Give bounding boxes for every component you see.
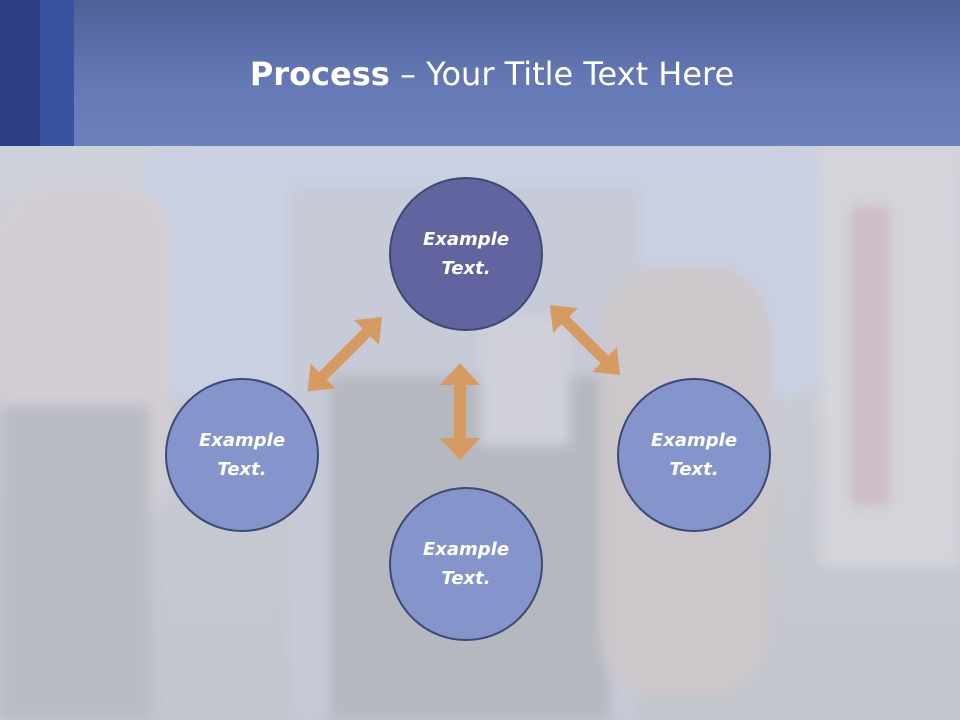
process-node-left-label: Example Text. — [198, 430, 286, 480]
process-node-right[interactable]: Example Text. — [617, 378, 771, 532]
process-node-left[interactable]: Example Text. — [165, 378, 319, 532]
process-node-right-label: Example Text. — [650, 430, 738, 480]
process-node-bottom[interactable]: Example Text. — [389, 487, 543, 641]
header-stripe-light — [40, 0, 74, 146]
title-band: Process – Your Title Text Here — [0, 0, 960, 146]
slide-title-bold: Process — [249, 55, 390, 93]
header-stripe-dark — [0, 0, 40, 146]
process-node-top-label: Example Text. — [422, 229, 510, 279]
process-node-top[interactable]: Example Text. — [389, 177, 543, 331]
slide-title[interactable]: Process – Your Title Text Here — [0, 54, 960, 94]
arrow-center-vertical — [440, 363, 480, 460]
arrow-top-right — [550, 305, 620, 375]
slide-title-rest: – Your Title Text Here — [389, 55, 735, 93]
process-node-bottom-label: Example Text. — [422, 539, 510, 589]
arrow-top-left — [307, 317, 382, 392]
